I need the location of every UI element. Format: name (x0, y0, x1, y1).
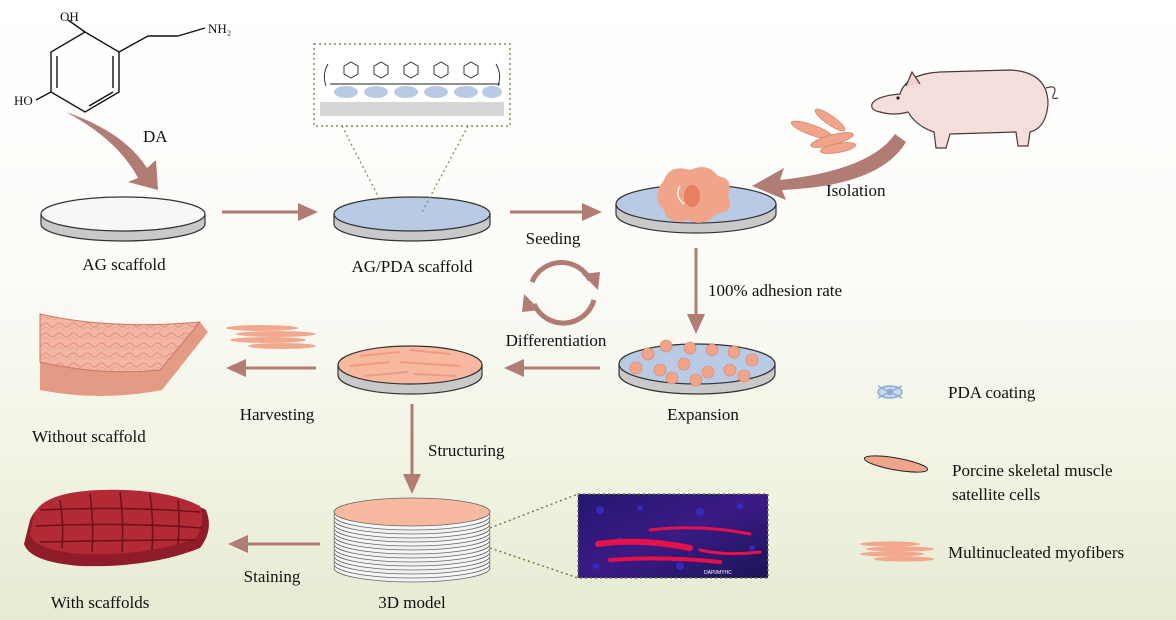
pig-illustration (871, 69, 1059, 149)
ag-scaffold-plate (40, 196, 206, 242)
label-with-scaffolds: With scaffolds (50, 593, 150, 612)
label-expansion: Expansion (667, 405, 739, 424)
label-isolation: Isolation (826, 181, 886, 200)
zoom-lines (341, 125, 469, 213)
legend-fibers-label: Multinucleated myofibers (948, 543, 1125, 562)
harvested-fibers (226, 325, 316, 349)
label-differentiation: Differentiation (505, 331, 607, 350)
differentiation-plate (337, 345, 483, 395)
arrow-staining (228, 535, 320, 553)
legend-cells-label-2: satellite cells (952, 485, 1041, 504)
cycle-icon (529, 260, 597, 326)
arrow-structuring (403, 404, 421, 494)
legend-pda-label: PDA coating (948, 383, 1036, 402)
stain-caption: DAPI/MYHC (704, 570, 732, 576)
arrow-seeding (510, 203, 602, 221)
stain-image: DAPI/MYHC (577, 493, 769, 579)
seeded-plate (615, 167, 777, 234)
dopamine-molecule (35, 19, 206, 113)
legend-pda-icon (877, 385, 903, 399)
molecule-oh-top: OH (60, 9, 79, 24)
isolated-cells (790, 108, 857, 154)
label-3d-model: 3D model (378, 593, 446, 612)
label-without-scaffold: Without scaffold (32, 427, 146, 446)
legend-fiber-icon (860, 541, 934, 562)
stack-3d-model (333, 497, 491, 583)
label-ag-scaffold: AG scaffold (82, 255, 166, 274)
molecule-ho-left: HO (14, 93, 33, 108)
stain-zoom-lines (489, 493, 579, 579)
isolation-arrow (752, 134, 906, 200)
label-seeding: Seeding (525, 229, 581, 248)
tissue-without-scaffold (39, 313, 208, 396)
label-ag-pda-scaffold: AG/PDA scaffold (351, 257, 473, 276)
legend-cells-label-1: Porcine skeletal muscle (952, 461, 1113, 480)
label-structuring: Structuring (428, 441, 505, 460)
arrow-harvesting (226, 359, 316, 377)
da-arrow (66, 112, 158, 190)
cycle-arrowhead-left (522, 294, 540, 312)
molecule-name: DA (143, 127, 168, 146)
expansion-plate (618, 339, 776, 395)
molecule-nh2: NH₂ (208, 21, 232, 36)
meat-with-scaffolds (24, 489, 209, 567)
label-staining: Staining (243, 567, 301, 586)
arrow-to-differentiation (504, 359, 600, 377)
ag-pda-scaffold-plate (333, 196, 491, 242)
arrow-ag-to-pda (222, 203, 318, 221)
legend-cell-icon (863, 455, 929, 473)
pda-structure-zoom (313, 43, 511, 127)
label-adhesion: 100% adhesion rate (708, 281, 843, 300)
arrow-adhesion (687, 248, 705, 334)
label-harvesting: Harvesting (239, 405, 315, 424)
cycle-arrowhead-right (582, 272, 600, 290)
